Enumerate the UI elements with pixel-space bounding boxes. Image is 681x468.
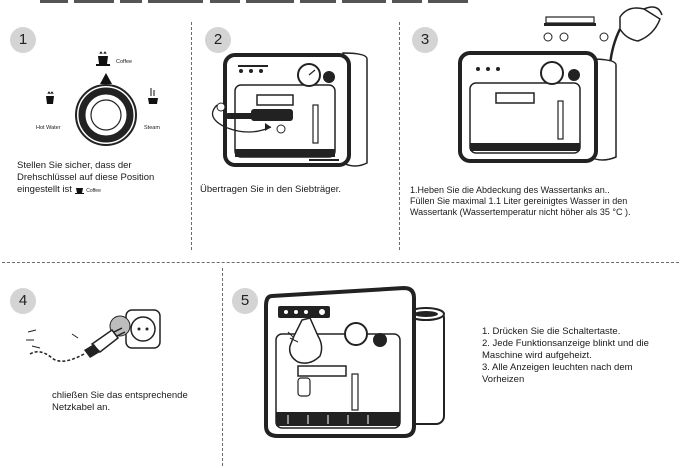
coffee-inline-icon [74, 187, 84, 194]
plug-into-socket-illustration [26, 309, 161, 362]
dial-label-coffee: Coffee [116, 59, 133, 65]
step-4-line-2: Netzkabel an. [52, 402, 111, 413]
step-3-line-2: Füllen Sie maximal 1.1 Liter gereinigtes… [410, 196, 628, 206]
step-5-item-3: Maschine wird aufgeheizt. [482, 350, 592, 361]
step-4-badge: 4 [10, 288, 36, 314]
step-5-item-2: 2. Jede Funktionsanzeige blinkt und die [482, 338, 649, 349]
top-cropped-heading [40, 0, 468, 3]
step-4-caption: chließen Sie das entsprechende Netzkabel… [52, 390, 217, 414]
step-3-line-3: Wassertank (Wassertemperatur nicht höher… [410, 207, 631, 217]
step-1-line-1: Stellen Sie sicher, dass der [17, 160, 132, 171]
step-1-line-2: Drehschlüssel auf diese Position [17, 172, 155, 183]
press-power-button-illustration [264, 285, 445, 438]
step-2-caption: Übertragen Sie in den Siebträger. [200, 184, 342, 195]
machine-with-portafilter-illustration [211, 52, 368, 167]
inline-coffee-label: Coffee [86, 188, 101, 194]
step-3-caption: 1.Heben Sie die Abdeckung des Wassertank… [410, 185, 678, 218]
dial-label-steam: Steam [144, 125, 160, 131]
step-3-line-1: 1.Heben Sie die Abdeckung des Wassertank… [410, 185, 610, 195]
coffee-icon [96, 51, 110, 66]
step-3-badge: 3 [412, 27, 438, 53]
step-5-item-1: 1. Drücken Sie die Schaltertaste. [482, 326, 621, 337]
steam-icon [148, 88, 158, 104]
step-1-badge: 1 [10, 27, 36, 53]
step-5-item-5: Vorheizen [482, 374, 525, 385]
fill-water-tank-illustration [458, 6, 663, 163]
dial-label-hot-water: Hot Water [36, 125, 61, 131]
divider-horizontal [2, 262, 679, 263]
step-4-line-1: chließen Sie das entsprechende [52, 390, 188, 401]
step-1-line-3: eingestellt ist [17, 184, 72, 195]
step-5-caption: 1. Drücken Sie die Schaltertaste. 2. Jed… [482, 326, 678, 386]
hot-water-icon [46, 91, 54, 104]
divider-vertical-1 [191, 22, 192, 250]
step-1-caption: Stellen Sie sicher, dass der Drehschlüss… [17, 160, 187, 197]
selector-dial-illustration [46, 51, 158, 146]
divider-vertical-2 [399, 22, 400, 250]
step-5-item-4: 3. Alle Anzeigen leuchten nach dem [482, 362, 633, 373]
step-2-badge: 2 [205, 27, 231, 53]
divider-vertical-3 [222, 268, 223, 466]
step-5-badge: 5 [232, 288, 258, 314]
